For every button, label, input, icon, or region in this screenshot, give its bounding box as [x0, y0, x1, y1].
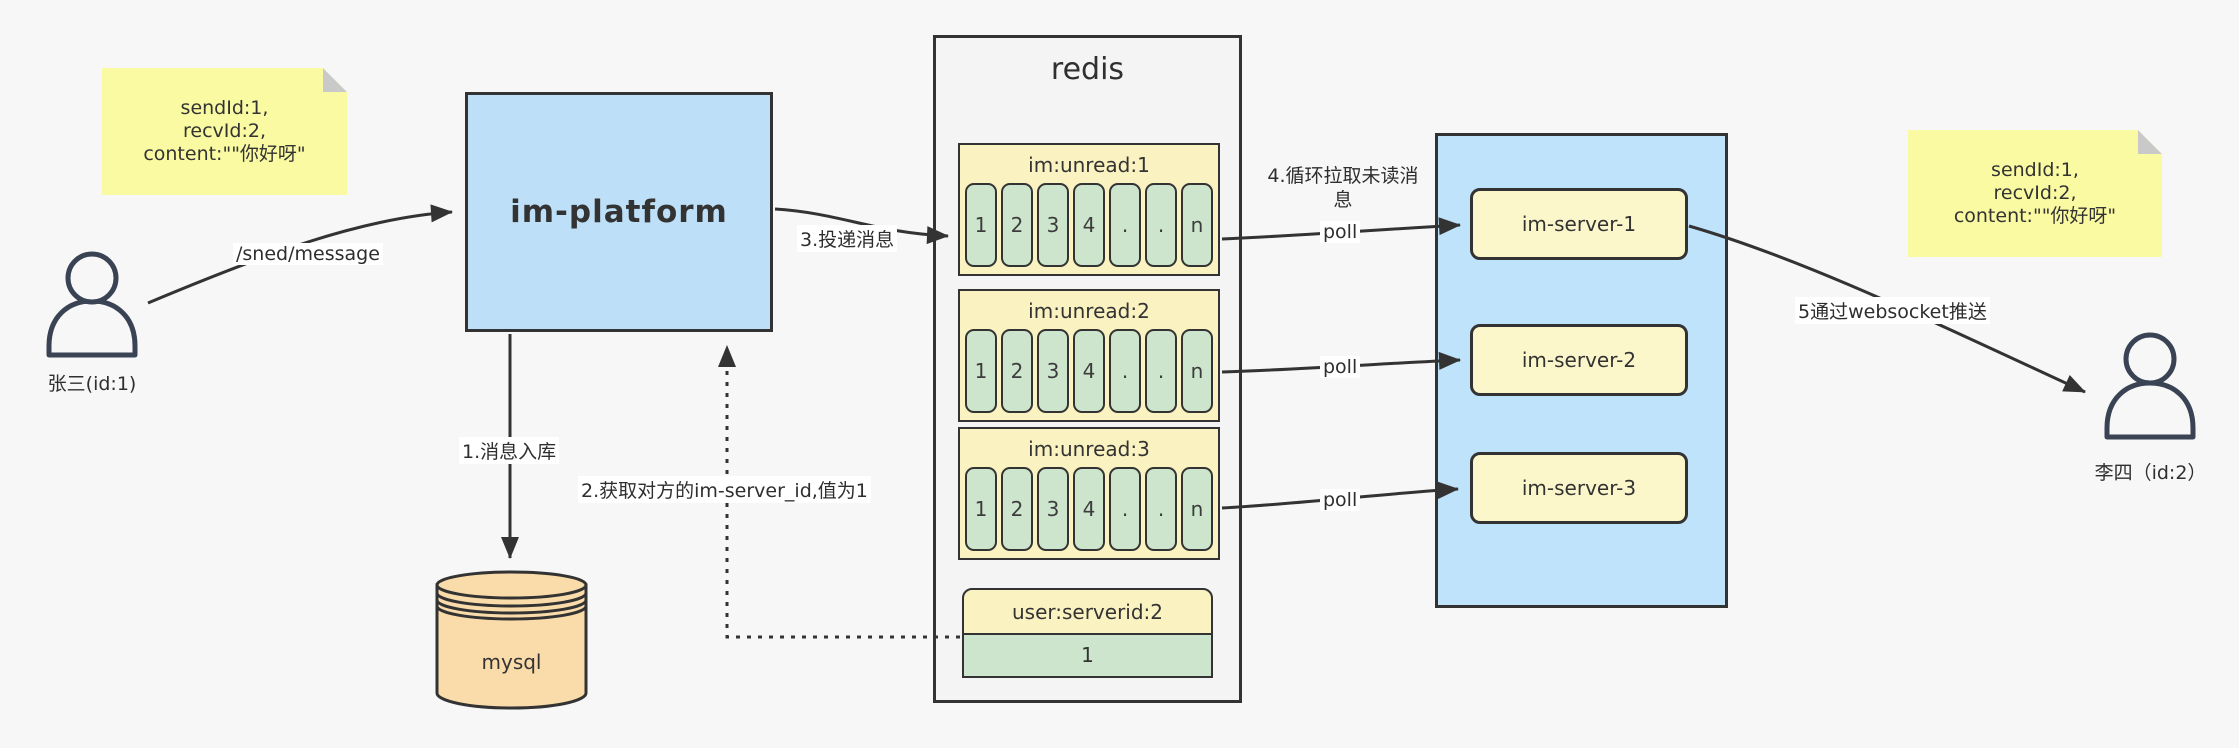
note-line: sendId:1, — [1991, 159, 2079, 181]
redis-container: redis im:unread:1 1 2 3 4 . . n im:unrea… — [933, 35, 1242, 703]
step5-label: 5通过websocket推送 — [1795, 297, 1990, 324]
poll-label-2: poll — [1320, 356, 1361, 378]
im-server-2-node: im-server-2 — [1470, 324, 1688, 396]
queue-cell: . — [1145, 183, 1177, 267]
queue-cell: 2 — [1001, 329, 1033, 413]
queue-cell: . — [1109, 467, 1141, 551]
user-icon-receiver — [2104, 332, 2196, 440]
message-note-right: sendId:1, recvId:2, content:""你好呀" — [1908, 130, 2162, 257]
queue-cell: 3 — [1037, 467, 1069, 551]
queue-cell: . — [1145, 329, 1177, 413]
queue-cell: 1 — [965, 329, 997, 413]
queue-label: im:unread:1 — [1028, 153, 1150, 177]
mysql-cylinder — [435, 570, 588, 710]
poll-label-1: poll — [1320, 221, 1361, 243]
step3-label: 3.投递消息 — [797, 225, 898, 252]
im-server-1-label: im-server-1 — [1521, 212, 1637, 236]
im-platform-node: im-platform — [465, 92, 773, 332]
queue-cell: 2 — [1001, 467, 1033, 551]
queue-cell: 4 — [1073, 329, 1105, 413]
sender-label: 张三(id:1) — [47, 373, 137, 395]
note-fold-icon — [323, 68, 347, 92]
step2-label: 2.获取对方的im-server_id,值为1 — [578, 476, 871, 503]
receiver-label: 李四（id:2） — [2094, 462, 2207, 484]
queue-label: im:unread:3 — [1028, 437, 1150, 461]
queue-cell: 4 — [1073, 467, 1105, 551]
queue-cells: 1 2 3 4 . . n — [960, 329, 1218, 420]
message-note-left: sendId:1, recvId:2, content:""你好呀" — [102, 68, 347, 195]
im-server-3-node: im-server-3 — [1470, 452, 1688, 524]
note-line: recvId:2, — [1993, 182, 2077, 204]
queue-cell: 1 — [965, 183, 997, 267]
mapping-value: 1 — [962, 635, 1213, 678]
mysql-label: mysql — [481, 650, 542, 674]
note-line: content:""你好呀" — [143, 143, 306, 165]
queue-im-unread-1: im:unread:1 1 2 3 4 . . n — [958, 143, 1220, 276]
mapping-key: user:serverid:2 — [962, 588, 1213, 635]
queue-cell: 2 — [1001, 183, 1033, 267]
queue-cell: n — [1181, 467, 1213, 551]
queue-cell: 1 — [965, 467, 997, 551]
queue-cell: . — [1145, 467, 1177, 551]
redis-title: redis — [1050, 52, 1125, 87]
step4-label: 4.循环拉取未读消息 — [1267, 165, 1419, 211]
note-line: sendId:1, — [180, 97, 269, 119]
note-fold-icon — [2138, 130, 2162, 154]
queue-cell: n — [1181, 183, 1213, 267]
poll-label-3: poll — [1320, 489, 1361, 511]
queue-cell: . — [1109, 329, 1141, 413]
im-server-3-label: im-server-3 — [1521, 476, 1637, 500]
im-platform-label: im-platform — [510, 194, 728, 230]
queue-cell: n — [1181, 329, 1213, 413]
queue-cells: 1 2 3 4 . . n — [960, 467, 1218, 558]
user-serverid-mapping: user:serverid:2 1 — [962, 588, 1213, 678]
queue-cell: 3 — [1037, 329, 1069, 413]
queue-cells: 1 2 3 4 . . n — [960, 183, 1218, 274]
queue-cell: 4 — [1073, 183, 1105, 267]
queue-cell: 3 — [1037, 183, 1069, 267]
queue-im-unread-2: im:unread:2 1 2 3 4 . . n — [958, 289, 1220, 422]
step1-label: 1.消息入库 — [459, 437, 560, 464]
note-line: content:""你好呀" — [1953, 205, 2117, 227]
send-api-label: /sned/message — [233, 243, 383, 265]
queue-cell: . — [1109, 183, 1141, 267]
queue-label: im:unread:2 — [1028, 299, 1150, 323]
user-icon-sender — [46, 251, 138, 358]
im-server-2-label: im-server-2 — [1521, 348, 1637, 372]
queue-im-unread-3: im:unread:3 1 2 3 4 . . n — [958, 427, 1220, 560]
im-server-1-node: im-server-1 — [1470, 188, 1688, 260]
im-server-cluster: im-server-1 im-server-2 im-server-3 — [1435, 133, 1728, 608]
note-line: recvId:2, — [183, 120, 266, 142]
